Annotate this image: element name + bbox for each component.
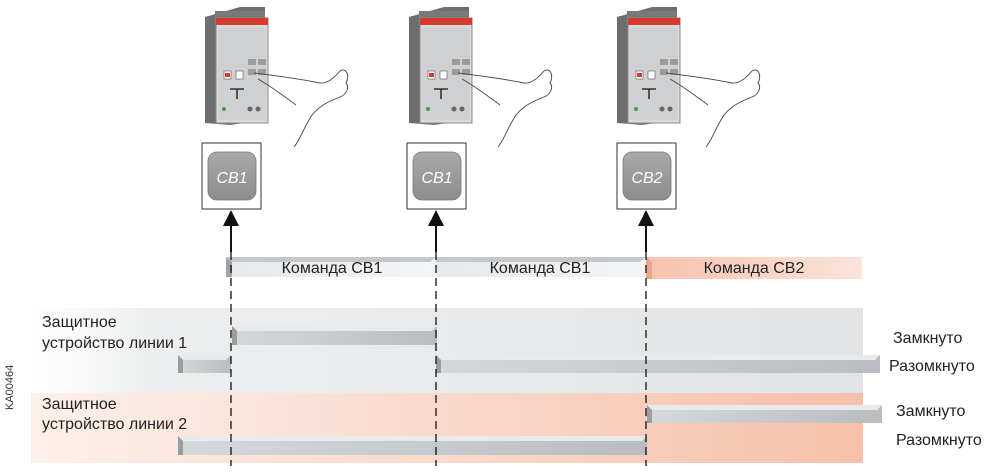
cb-button-1: CB1 [201, 142, 262, 210]
controller-device-2 [408, 6, 553, 148]
cb-button-2-label: CB1 [421, 170, 452, 187]
line1-closed-bar [232, 326, 437, 345]
line1-label-b: устройство линии 1 [42, 335, 188, 352]
line2-label-b: устройство линии 2 [42, 416, 188, 433]
line1-open-bar-left [178, 355, 231, 373]
figure-id-label: KA00464 [4, 364, 16, 410]
cb-button-3-label: CB2 [631, 170, 662, 187]
command-bar-3 [646, 257, 862, 279]
line1-open-label: Разомкнуто [889, 358, 975, 375]
line2-open-label: Разомкнуто [896, 432, 982, 449]
command-bar-1 [226, 257, 436, 277]
line1-closed-label: Замкнуто [893, 330, 963, 347]
line2-closed-label: Замкнуто [896, 403, 966, 420]
cb-button-1-label: CB1 [216, 170, 247, 187]
line1-label-a: Защитное [42, 314, 117, 331]
command-label-3: Команда CB2 [704, 260, 805, 277]
line2-label-a: Защитное [42, 396, 117, 413]
command-bar-2 [436, 257, 646, 277]
line2-open-bar [178, 436, 647, 455]
line2-closed-bar [647, 405, 882, 423]
command-label-2: Команда CB1 [490, 260, 591, 277]
line1-open-bar-right [436, 355, 880, 373]
cb-button-2: CB1 [406, 142, 467, 210]
controller-device-3 [616, 6, 761, 148]
controller-device-1 [204, 6, 349, 148]
cb-button-3: CB2 [616, 142, 677, 210]
command-label-1: Команда CB1 [282, 260, 383, 277]
line1-band [31, 308, 863, 393]
